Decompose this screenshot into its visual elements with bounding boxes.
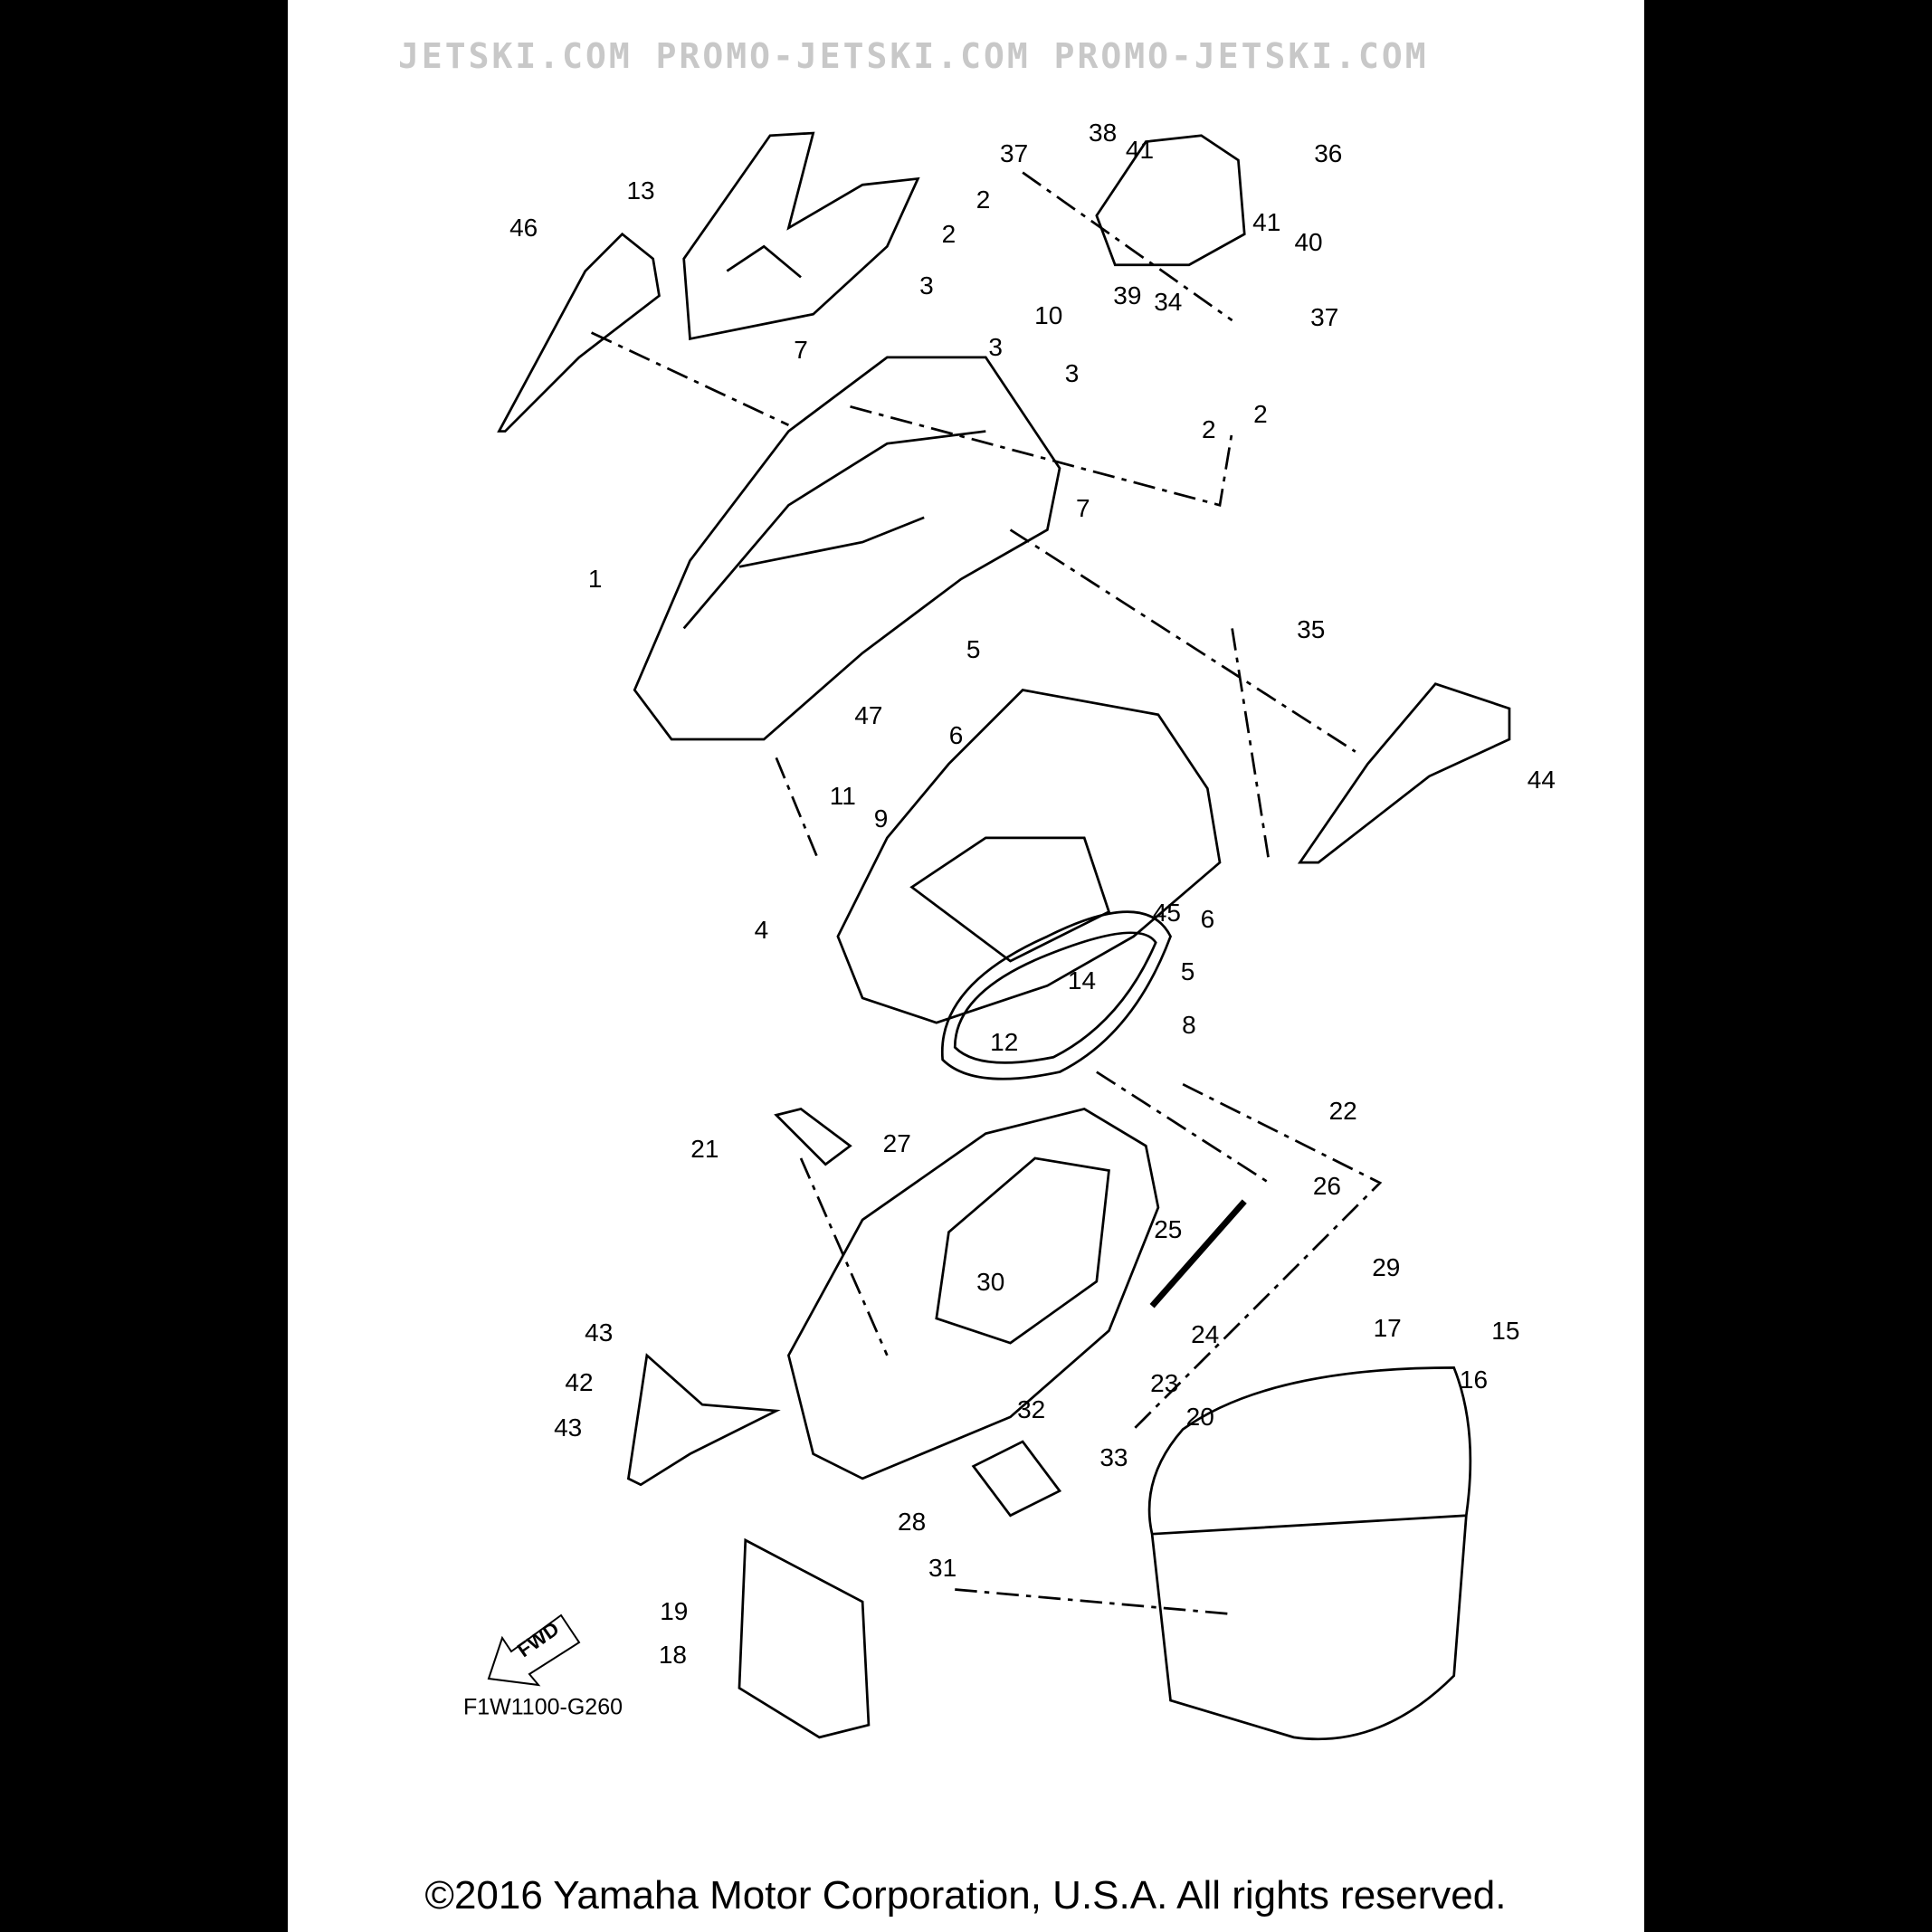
part-21-hinge xyxy=(774,1107,852,1166)
callout-36: 36 xyxy=(1314,139,1343,168)
callout-3: 3 xyxy=(1064,358,1080,387)
callout-18: 18 xyxy=(658,1640,688,1669)
callout-5: 5 xyxy=(1180,957,1195,986)
part-8-gasket xyxy=(940,910,1173,1080)
callout-41: 41 xyxy=(1252,208,1281,237)
callout-41: 41 xyxy=(1125,136,1155,165)
callout-26: 26 xyxy=(1312,1172,1342,1201)
callout-17: 17 xyxy=(1373,1313,1402,1342)
callout-4: 4 xyxy=(754,916,769,944)
part-44-panel xyxy=(1297,682,1511,864)
callout-14: 14 xyxy=(1067,966,1097,995)
callout-15: 15 xyxy=(1491,1316,1520,1345)
callout-42: 42 xyxy=(565,1367,594,1396)
part-1-deck xyxy=(633,356,1061,741)
callout-19: 19 xyxy=(660,1596,689,1625)
callout-3: 3 xyxy=(919,271,934,300)
part-18-plate xyxy=(738,1537,871,1739)
callout-2: 2 xyxy=(1201,415,1216,444)
callout-2: 2 xyxy=(976,185,991,214)
callout-29: 29 xyxy=(1372,1253,1401,1282)
callout-31: 31 xyxy=(928,1554,957,1583)
part-24-strut xyxy=(1149,1199,1247,1309)
callout-6: 6 xyxy=(1200,904,1215,933)
callout-27: 27 xyxy=(882,1128,911,1157)
callout-22: 22 xyxy=(1328,1097,1357,1126)
part-16-tub xyxy=(1147,1366,1472,1741)
callout-6: 6 xyxy=(948,720,964,749)
callout-44: 44 xyxy=(1527,765,1556,794)
part-42-cover xyxy=(626,1353,781,1487)
callout-37: 37 xyxy=(1000,139,1029,168)
part-4-frame xyxy=(836,689,1222,1024)
part-13-cover xyxy=(682,131,920,341)
callout-7: 7 xyxy=(1076,494,1090,523)
callout-46: 46 xyxy=(509,213,538,242)
callout-16: 16 xyxy=(1459,1366,1489,1394)
callout-1: 1 xyxy=(587,564,603,593)
callout-40: 40 xyxy=(1294,228,1323,257)
callout-47: 47 xyxy=(854,701,883,730)
callout-2: 2 xyxy=(941,219,956,248)
callout-21: 21 xyxy=(690,1135,719,1164)
fwd-arrow-icon xyxy=(487,1613,581,1687)
callout-30: 30 xyxy=(976,1268,1005,1297)
figure-code: F1W1100-G260 xyxy=(462,1694,623,1720)
callout-34: 34 xyxy=(1154,287,1183,316)
callout-2: 2 xyxy=(1253,399,1268,428)
part-deck-rear xyxy=(786,1107,1160,1480)
diagram-sheet xyxy=(288,0,1644,1932)
callout-13: 13 xyxy=(626,176,655,205)
callout-3: 3 xyxy=(988,332,1003,361)
callout-10: 10 xyxy=(1034,300,1063,329)
callout-24: 24 xyxy=(1191,1319,1220,1348)
callout-25: 25 xyxy=(1154,1214,1183,1243)
leader-lines xyxy=(590,171,1383,1616)
part-36-lid xyxy=(1095,134,1246,267)
watermark-text: JETSKI.COM PROMO-JETSKI.COM PROMO-JETSKI… xyxy=(398,36,1429,76)
callout-32: 32 xyxy=(1017,1394,1046,1423)
part-28-bracket xyxy=(971,1440,1062,1518)
callout-38: 38 xyxy=(1089,119,1118,148)
callout-37: 37 xyxy=(1310,303,1339,332)
callout-9: 9 xyxy=(873,804,889,833)
callout-12: 12 xyxy=(990,1027,1019,1056)
callout-20: 20 xyxy=(1185,1402,1214,1431)
callout-45: 45 xyxy=(1152,898,1182,927)
part-46-panel xyxy=(497,232,661,433)
callout-7: 7 xyxy=(794,335,808,364)
callout-28: 28 xyxy=(898,1507,927,1536)
callout-39: 39 xyxy=(1113,281,1142,309)
callout-33: 33 xyxy=(1099,1442,1128,1471)
callout-43: 43 xyxy=(585,1318,614,1347)
callout-8: 8 xyxy=(1182,1010,1196,1039)
callout-5: 5 xyxy=(966,634,981,663)
copyright-notice: ©2016 Yamaha Motor Corporation, U.S.A. A… xyxy=(424,1873,1507,1918)
callout-23: 23 xyxy=(1150,1369,1179,1398)
callout-11: 11 xyxy=(829,781,856,810)
callout-43: 43 xyxy=(554,1413,583,1442)
callout-35: 35 xyxy=(1297,614,1326,643)
